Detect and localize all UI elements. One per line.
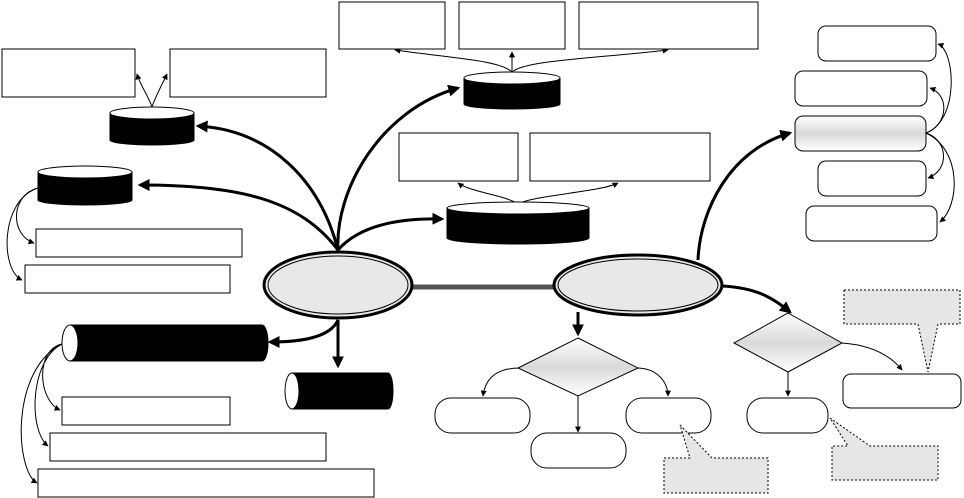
hubs — [262, 250, 724, 320]
flow-result-d — [746, 397, 829, 434]
decisions — [516, 312, 844, 397]
hub-connectors — [137, 84, 793, 369]
connector-mid-to-box-2 — [517, 182, 619, 205]
connector-left-hub-to-long-cylinder — [267, 319, 340, 348]
connector-left-cyl-to-list-1 — [16, 187, 39, 245]
left-cylinder-1 — [109, 106, 195, 146]
connector-decision-1-right — [635, 367, 671, 397]
callout-bottom-right — [829, 417, 939, 481]
right-list-stripe-box — [794, 115, 927, 152]
top-box-2 — [458, 1, 566, 50]
right-list-5 — [805, 205, 938, 242]
long-horizontal-cylinder — [61, 324, 269, 362]
connector-mid-to-box-1 — [457, 182, 519, 205]
mid-box-2 — [529, 132, 711, 182]
text-boxes — [1, 1, 759, 498]
connector-top-to-box-1 — [394, 47, 513, 73]
connector-left-hub-to-mid-cylinder — [336, 212, 445, 251]
connector-right-hub-to-decision-2 — [721, 284, 792, 314]
left-cylinder-2 — [37, 165, 133, 206]
connector-stripe-to-list-4 — [925, 132, 944, 179]
mid-cylinder — [446, 201, 590, 245]
right-hub — [552, 253, 724, 317]
left-hub — [262, 250, 414, 320]
connector-left-cyl-to-list-2 — [6, 187, 39, 281]
flow-result-b — [530, 432, 627, 469]
left-hub-inner-ring — [267, 255, 409, 315]
left-list-1 — [35, 228, 243, 258]
connector-stripe-to-list-2 — [925, 86, 945, 134]
mid-box-1 — [398, 132, 519, 182]
cylinders — [37, 71, 590, 410]
flow-result-boxes — [434, 397, 829, 469]
connector-left-top-to-box-1 — [135, 73, 153, 108]
thin-connectors — [6, 42, 955, 484]
connector-top-to-box-3 — [511, 47, 669, 73]
connector-decision-1-left — [480, 367, 521, 397]
bottom-horizontal-cylinder — [284, 372, 394, 410]
decision-2 — [732, 312, 844, 373]
left-top-box-2 — [169, 48, 327, 98]
top-box-3 — [578, 1, 759, 50]
right-list-4 — [817, 160, 927, 197]
top-cylinder — [463, 71, 561, 110]
flow-result-c — [625, 397, 712, 434]
connector-left-hub-to-top-cylinder — [336, 84, 461, 251]
left-list-2 — [24, 264, 231, 294]
bottom-list-1 — [61, 396, 231, 426]
left-top-box-1 — [1, 48, 136, 98]
connector-long-cyl-to-list-3 — [20, 343, 63, 484]
callouts — [663, 289, 961, 494]
top-box-1 — [338, 1, 446, 50]
right-list-boxes — [794, 25, 962, 409]
connector-right-hub-to-stripe-box — [696, 129, 793, 261]
connector-long-cyl-to-list-1 — [42, 343, 63, 411]
decision-1 — [516, 337, 640, 397]
flow-result-a — [434, 397, 531, 434]
connector-left-hub-to-left-cylinder-2 — [137, 179, 340, 251]
connector-left-top-to-box-2 — [151, 73, 168, 108]
flow-result-e — [842, 373, 962, 409]
callout-top-right — [843, 289, 961, 373]
right-list-1 — [817, 25, 937, 62]
callout-bottom-mid — [663, 424, 769, 494]
right-list-2 — [794, 70, 928, 107]
connector-decision-2-right — [841, 342, 903, 371]
connector-stripe-to-list-5 — [925, 132, 955, 223]
bottom-list-3 — [37, 468, 375, 498]
connector-long-cyl-to-list-2 — [34, 343, 63, 447]
connector-left-hub-to-left-cylinder-1 — [195, 120, 340, 251]
bottom-list-2 — [49, 432, 327, 462]
right-hub-inner-ring — [557, 258, 719, 312]
